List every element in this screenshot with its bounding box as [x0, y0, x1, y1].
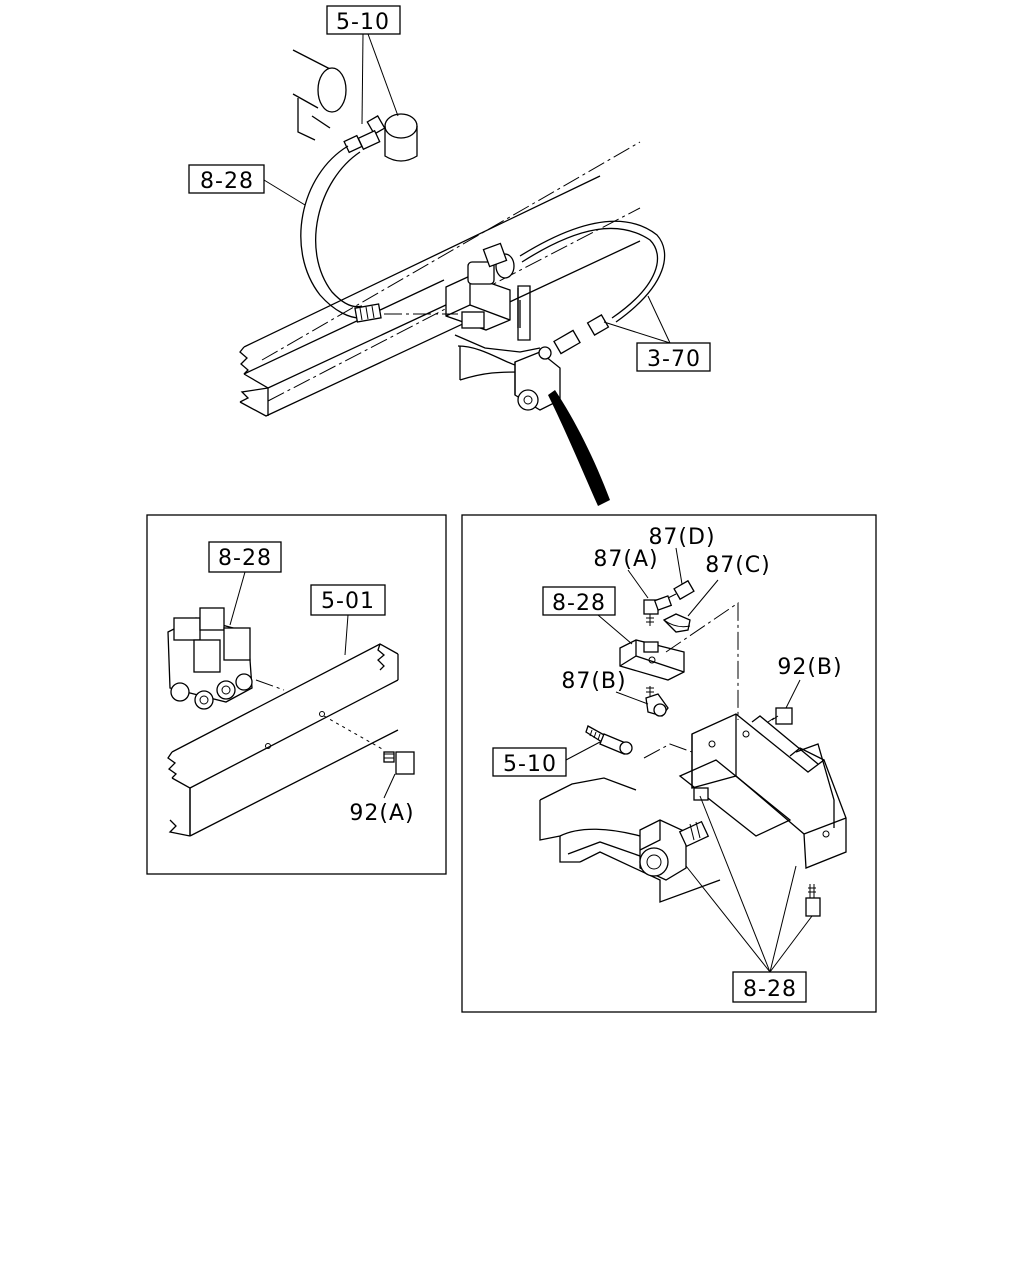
- valve-stem-5-10: [585, 725, 633, 755]
- left-panel-frame: [146, 514, 447, 875]
- callout-5-01-left-text: 5-01: [321, 589, 375, 614]
- air-tank: [292, 49, 347, 141]
- callout-92a-text: 92(A): [349, 801, 414, 826]
- top-assembly-view: 5-10 8-28 3-70: [188, 5, 711, 506]
- tube: [519, 220, 666, 355]
- valve-assembly: [445, 242, 531, 341]
- bolt-92b: [767, 707, 793, 725]
- fitting-87d: [667, 579, 695, 601]
- gladhand-right: [539, 777, 721, 903]
- fitting-87b: [645, 686, 669, 717]
- left-detail-panel: 8-28 5-01 92(A): [146, 514, 447, 875]
- hose: [300, 145, 382, 323]
- valve-block-right: [619, 639, 685, 681]
- callout-8-28-text: 8-28: [200, 169, 254, 194]
- callout-8-28-right-upper-text: 8-28: [552, 591, 606, 616]
- frame-rail: [239, 141, 641, 417]
- mount-bracket: [454, 334, 561, 411]
- fitting-87a: [643, 595, 673, 626]
- callout-3-70-top: 3-70: [603, 295, 711, 372]
- callout-8-28-left-text: 8-28: [218, 546, 272, 571]
- left-route-line: [255, 679, 285, 691]
- drain-valve: [343, 113, 418, 162]
- callout-5-01-left: 5-01: [310, 584, 386, 656]
- bolt-lower: [805, 884, 821, 917]
- callout-87b-text: 87(B): [561, 669, 626, 694]
- callout-92a: 92(A): [349, 773, 414, 826]
- callout-92b-text: 92(B): [777, 655, 842, 680]
- callout-87a: 87(A): [593, 547, 658, 599]
- callout-5-10-top: 5-10: [326, 5, 401, 125]
- frame-rail-section: [167, 643, 399, 837]
- callout-5-10-right-text: 5-10: [503, 752, 557, 777]
- callout-8-28-right-lower-text: 8-28: [743, 977, 797, 1002]
- detail-arrow: [548, 390, 610, 506]
- callout-5-10-right: 5-10: [492, 741, 601, 777]
- callout-92b: 92(B): [777, 655, 842, 709]
- callout-87c-text: 87(C): [705, 553, 771, 578]
- callout-87b: 87(B): [561, 669, 649, 705]
- callout-87a-text: 87(A): [593, 547, 658, 572]
- nut-upper: [693, 787, 709, 801]
- callout-8-28-top: 8-28: [188, 164, 306, 206]
- callout-87d: 87(D): [648, 525, 715, 585]
- callout-8-28-left: 8-28: [208, 541, 282, 626]
- callout-87c: 87(C): [687, 553, 771, 617]
- bolt-92a: [323, 715, 415, 775]
- right-detail-panel: 87(D) 87(A) 87(C) 8-28 87(B) 92(B) 5-10: [461, 514, 877, 1013]
- callout-87d-text: 87(D): [648, 525, 715, 550]
- callout-3-70-text: 3-70: [647, 347, 701, 372]
- callout-5-10-text: 5-10: [336, 10, 390, 35]
- right-panel-frame: [461, 514, 877, 1013]
- fitting-87c: [662, 613, 691, 633]
- solenoid-valve-block: [167, 607, 253, 710]
- right-route-line-a: [665, 602, 739, 720]
- callout-8-28-right-lower: 8-28: [685, 795, 813, 1003]
- bracket-right: [678, 713, 847, 869]
- right-route-line-b: [643, 743, 693, 759]
- callout-8-28-right-upper: 8-28: [542, 586, 633, 645]
